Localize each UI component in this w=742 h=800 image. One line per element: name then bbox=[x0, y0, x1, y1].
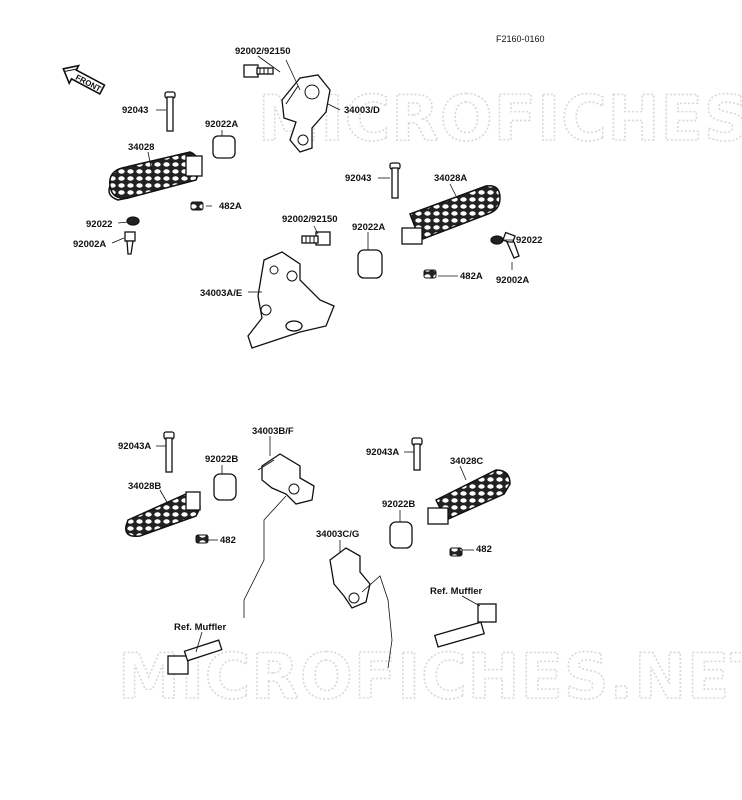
label-34028b: 34028B bbox=[128, 481, 161, 492]
muffler-bolt-right bbox=[433, 603, 497, 648]
pin-92043a-left bbox=[163, 431, 175, 473]
watermark-top: MICROFICHES.NET bbox=[258, 82, 742, 155]
footpeg-34028c bbox=[427, 469, 511, 525]
washer-92022-left bbox=[126, 216, 140, 226]
label-ref-muffler-left: Ref. Muffler bbox=[174, 622, 227, 633]
pin-92043-right bbox=[389, 162, 401, 199]
label-92022b-left: 92022B bbox=[205, 454, 238, 465]
label-482-right: 482 bbox=[476, 544, 492, 555]
label-482-left: 482 bbox=[220, 535, 236, 546]
label-92002-92150-top: 92002/92150 bbox=[235, 46, 290, 57]
label-34003-d: 34003/D bbox=[344, 105, 380, 116]
bolt-92002a-right bbox=[502, 231, 520, 259]
footpeg-34028a bbox=[401, 185, 501, 245]
leader-lines bbox=[111, 55, 514, 653]
spring-482a-right bbox=[423, 269, 437, 279]
bracket-34003c-g bbox=[329, 547, 371, 609]
bracket-34003a-e bbox=[247, 251, 335, 349]
spring-482a-left bbox=[190, 201, 204, 211]
figure-code: F2160-0160 bbox=[496, 34, 545, 44]
label-34028c: 34028C bbox=[450, 456, 483, 467]
footpeg-34028 bbox=[108, 151, 203, 201]
label-34003b-f: 34003B/F bbox=[252, 426, 294, 437]
label-92043a-left: 92043A bbox=[118, 441, 151, 452]
bracket-34003b-f bbox=[257, 453, 315, 505]
bolt-92002-right bbox=[301, 231, 331, 246]
washer-92022b-right bbox=[389, 521, 413, 549]
washer-92022a-left bbox=[212, 135, 236, 159]
label-482a-left: 482A bbox=[219, 201, 242, 212]
front-arrow-icon: FRONT bbox=[62, 64, 106, 95]
label-92022-right: 92022 bbox=[516, 235, 542, 246]
pin-92043a-right bbox=[411, 437, 423, 471]
label-92043-right: 92043 bbox=[345, 173, 371, 184]
part-labels: 92002/92150 34003/D 92043 92022A 34028 4… bbox=[73, 46, 542, 633]
footpeg-34028b bbox=[125, 491, 201, 538]
label-92043-left: 92043 bbox=[122, 105, 148, 116]
bolt-92002-top bbox=[243, 64, 274, 78]
washer-92022a-right bbox=[357, 249, 383, 279]
label-92022a-right: 92022A bbox=[352, 222, 385, 233]
label-92022a-left: 92022A bbox=[205, 119, 238, 130]
muffler-bolt-left bbox=[167, 639, 223, 675]
label-92022-left: 92022 bbox=[86, 219, 112, 230]
spring-482-left bbox=[195, 534, 209, 544]
bolt-92002a-left bbox=[124, 231, 136, 255]
spring-482-right bbox=[449, 547, 463, 557]
washer-92022-right bbox=[490, 235, 504, 245]
label-92002a-right: 92002A bbox=[496, 275, 529, 286]
label-34028: 34028 bbox=[128, 142, 154, 153]
label-ref-muffler-right: Ref. Muffler bbox=[430, 586, 483, 597]
pin-92043-left bbox=[164, 91, 176, 132]
label-92002a-left: 92002A bbox=[73, 239, 106, 250]
label-34028a: 34028A bbox=[434, 173, 467, 184]
label-92022b-right: 92022B bbox=[382, 499, 415, 510]
label-92043a-right: 92043A bbox=[366, 447, 399, 458]
bracket-34003-d bbox=[281, 74, 331, 153]
label-34003c-g: 34003C/G bbox=[316, 529, 359, 540]
label-482a-right: 482A bbox=[460, 271, 483, 282]
watermark-bottom: MICROFICHES.NET bbox=[118, 640, 742, 713]
label-92002-92150-right: 92002/92150 bbox=[282, 214, 337, 225]
washer-92022b-left bbox=[213, 473, 237, 501]
label-34003a-e: 34003A/E bbox=[200, 288, 242, 299]
